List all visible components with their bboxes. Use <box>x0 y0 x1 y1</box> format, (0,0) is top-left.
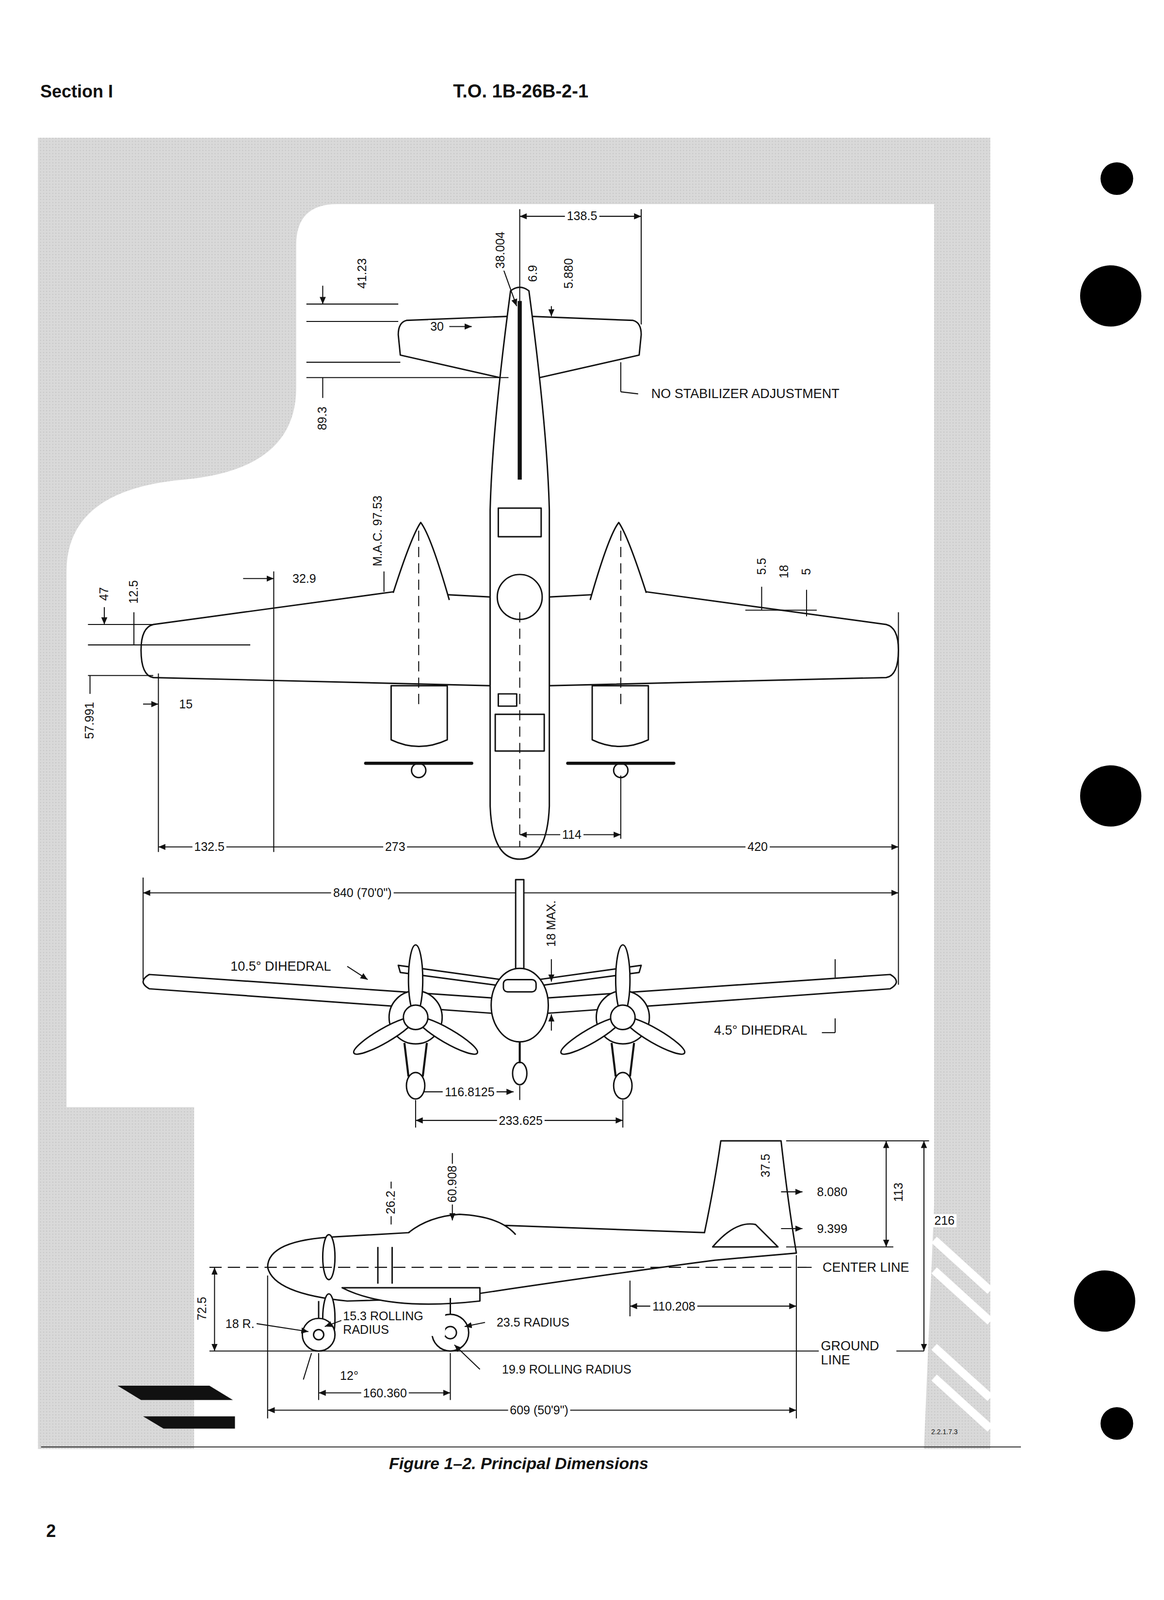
dimension-label: CENTER LINE <box>820 1261 912 1276</box>
dimension-label: 18 MAX. <box>544 898 559 950</box>
dimension-label: Section I <box>40 82 114 102</box>
dimension-label: 5.5 <box>755 556 769 578</box>
dimension-label: 233.625 <box>496 1114 545 1129</box>
dimension-label: 37.5 <box>759 1152 773 1181</box>
dimension-label: 12° <box>338 1369 361 1384</box>
dimension-label: 9.399 <box>815 1222 850 1237</box>
dimension-label: 110.208 <box>650 1300 698 1314</box>
dimension-label: 113 <box>891 1180 906 1205</box>
dimension-label: 41.23 <box>355 256 370 291</box>
dimension-label: 38.004 <box>493 229 508 271</box>
figure-caption: Figure 1–2. Principal Dimensions <box>388 1455 649 1473</box>
dimension-label: 32.9 <box>290 572 319 586</box>
dimension-label: 132.5 <box>192 840 227 855</box>
dimension-label: 2.2.1.7.3 <box>931 1428 958 1437</box>
dimension-label: 19.9 ROLLING RADIUS <box>500 1363 634 1378</box>
dimension-label: 216 <box>932 1214 957 1229</box>
dimension-label: 26.2 <box>384 1189 399 1217</box>
dimension-label: 8.080 <box>815 1185 850 1200</box>
dimension-label: 72.5 <box>195 1295 210 1324</box>
dimension-label: GROUND LINE <box>819 1339 897 1369</box>
dimension-label: 160.360 <box>360 1387 409 1401</box>
dimension-label: 420 <box>745 840 770 855</box>
dimension-label: 18 R. <box>223 1317 257 1332</box>
dimension-label: 6.9 <box>526 263 540 285</box>
dimension-label: 15.3 ROLLING RADIUS <box>340 1309 445 1337</box>
dimension-label: 60.908 <box>445 1164 460 1205</box>
dimension-label: 89.3 <box>316 404 330 433</box>
dimension-label: 30 <box>428 320 446 334</box>
dimension-label: 10.5° DIHEDRAL <box>228 959 333 975</box>
dimension-label: 5.880 <box>562 256 576 291</box>
dimension-label: 138.5 <box>565 210 600 224</box>
dimension-label: 2 <box>46 1521 56 1542</box>
dimension-label: 116.8125 <box>442 1085 497 1100</box>
dimension-label: M.A.C. 97.53 <box>371 493 385 569</box>
dimension-label: 18 <box>777 563 792 581</box>
dimension-label: 12.5 <box>127 578 141 607</box>
dimension-label: 47 <box>97 585 112 603</box>
dimension-label: T.O. 1B-26B-2-1 <box>452 81 589 103</box>
dimension-label: NO STABILIZER ADJUSTMENT <box>649 387 842 402</box>
dimension-label: 4.5° DIHEDRAL <box>711 1023 809 1039</box>
dimension-label: 114 <box>560 828 584 842</box>
dimension-label: 273 <box>383 840 408 855</box>
dimension-label: 23.5 RADIUS <box>494 1316 572 1331</box>
dimension-label: 609 (50'9") <box>507 1404 571 1419</box>
dimension-label: 57.991 <box>83 700 97 742</box>
dimension-label: 5 <box>799 566 814 578</box>
dimension-label: 840 (70'0") <box>331 886 394 901</box>
dimension-label: 15 <box>177 697 195 712</box>
